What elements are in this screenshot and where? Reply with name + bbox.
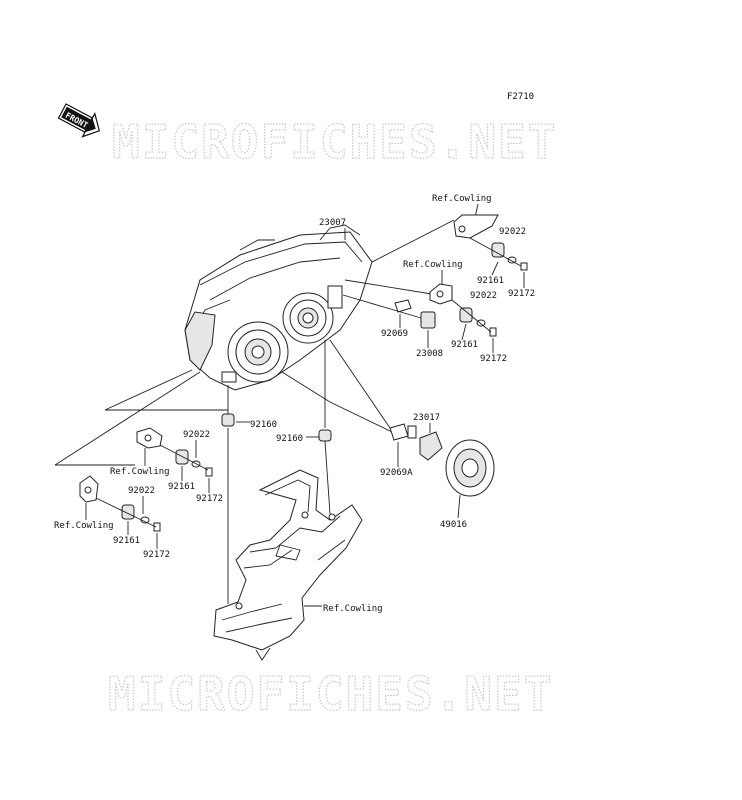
label-92022-a: 92022 — [499, 227, 526, 237]
label-ref-cowling-3: Ref.Cowling — [110, 467, 170, 477]
screw-92172-d — [153, 522, 161, 532]
screw-92172-b — [489, 327, 497, 337]
label-92022-d: 92022 — [128, 486, 155, 496]
label-92161-a: 92161 — [477, 276, 504, 286]
label-ref-cowling-2: Ref.Cowling — [403, 260, 463, 270]
label-49016: 49016 — [440, 520, 467, 530]
label-92069A: 92069A — [380, 468, 413, 478]
screw-92172-a — [520, 262, 528, 271]
label-92161-c: 92161 — [168, 482, 195, 492]
label-23007: 23007 — [319, 218, 346, 228]
cover-49016 — [445, 439, 495, 497]
label-92160-b: 92160 — [276, 434, 303, 444]
grommet-92161-a — [491, 242, 505, 258]
figure-code: F2710 — [507, 92, 534, 102]
cowling-tab-top — [453, 214, 499, 239]
grommet-92161-c — [175, 449, 189, 465]
headlight-assembly — [184, 224, 373, 391]
watermark-bottom: MICROFICHES.NET — [108, 667, 553, 721]
label-92172-a: 92172 — [508, 289, 535, 299]
label-23017: 23017 — [413, 413, 440, 423]
grommet-92161-b — [459, 307, 473, 323]
label-23008: 23008 — [416, 349, 443, 359]
label-ref-cowling-4: Ref.Cowling — [54, 521, 114, 531]
watermark-top: MICROFICHES.NET — [112, 115, 557, 169]
washer-92022-a — [507, 256, 517, 264]
bulb-92069A — [389, 423, 409, 441]
bulb-92069 — [394, 299, 412, 313]
label-92172-b: 92172 — [480, 354, 507, 364]
label-92172-c: 92172 — [196, 494, 223, 504]
label-92172-d: 92172 — [143, 550, 170, 560]
headlight-bracket — [213, 469, 363, 661]
socket-23008 — [420, 311, 436, 329]
label-92022-b: 92022 — [470, 291, 497, 301]
grommet-92161-d — [121, 504, 135, 520]
label-ref-cowling-top: Ref.Cowling — [432, 194, 492, 204]
label-ref-cowling-bracket: Ref.Cowling — [323, 604, 383, 614]
washer-92022-b — [476, 319, 486, 327]
grommet-92160-b — [318, 429, 332, 442]
label-92160-a: 92160 — [250, 420, 277, 430]
label-92022-c: 92022 — [183, 430, 210, 440]
grommet-92160-a — [221, 413, 235, 427]
label-92069: 92069 — [381, 329, 408, 339]
socket-23017 — [419, 431, 443, 461]
label-92161-d: 92161 — [113, 536, 140, 546]
front-arrow-icon: FRONT — [57, 103, 101, 138]
label-92161-b: 92161 — [451, 340, 478, 350]
